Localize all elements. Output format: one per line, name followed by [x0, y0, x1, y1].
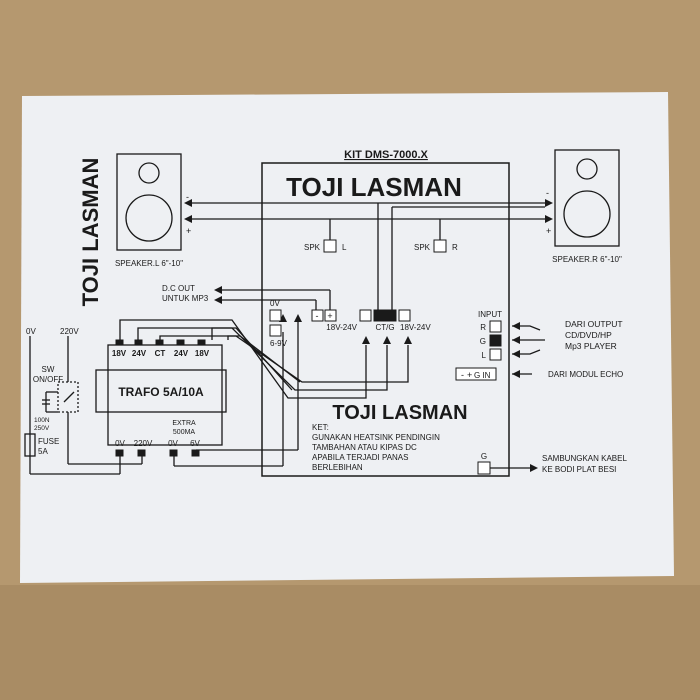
- transformer-box: [107, 344, 223, 446]
- note-line3: APABILA TERJADI PANAS: [312, 453, 408, 462]
- paper-card: [20, 92, 674, 583]
- trafo-secondary-1: 18V: [112, 349, 127, 358]
- input-title: INPUT: [478, 310, 502, 319]
- brand-bottom: TOJI LASMAN: [332, 402, 467, 424]
- input-source-line1: DARI OUTPUT: [565, 319, 623, 329]
- trafo-extra-label2: 500MA: [173, 429, 196, 436]
- wiring-lines: [24, 149, 620, 477]
- dc-minus: -: [316, 311, 319, 321]
- capacitor-line1: 100N: [34, 417, 50, 424]
- input-source-line2: CD/DVD/HP: [565, 330, 612, 340]
- spk-left-suffix: L: [342, 243, 347, 252]
- kit-title: KIT DMS-7000.X: [344, 149, 428, 161]
- fan-zero-label: 0V: [270, 299, 280, 308]
- input-r: R: [480, 323, 486, 332]
- arrowheads: [184, 199, 553, 472]
- speaker-left-icon: [116, 153, 182, 251]
- speaker-left-plus: +: [186, 226, 191, 236]
- switch-line2: ON/OFF: [33, 375, 63, 384]
- speaker-right-plus: +: [546, 226, 551, 236]
- ground-terminal-label: G: [481, 452, 487, 461]
- note-line1: GUNAKAN HEATSINK PENDINGIN: [312, 433, 440, 442]
- speaker-right-tweeter: [576, 158, 598, 180]
- trafo-secondary-5: 18V: [195, 349, 210, 358]
- note-line4: BERLEBIHAN: [312, 463, 363, 472]
- input-source-line3: Mp3 PLAYER: [565, 341, 617, 351]
- switch-icon: [57, 381, 79, 413]
- power-right-label: 18V-24V: [400, 323, 431, 332]
- module-box: [261, 162, 510, 477]
- fuse-line2: 5A: [38, 447, 48, 456]
- trafo-secondary-2: 24V: [132, 349, 147, 358]
- dc-out-line1: D.C OUT: [162, 284, 195, 293]
- capacitor-line2: 250V: [34, 425, 50, 432]
- transformer-title: TRAFO 5A/10A: [118, 385, 204, 399]
- echo-source-label: DARI MODUL ECHO: [548, 370, 623, 379]
- speaker-left-label: SPEAKER.L 6"-10": [115, 259, 183, 268]
- trafo-secondary-3: CT: [155, 349, 166, 358]
- power-left-label: 18V-24V: [326, 323, 357, 332]
- speaker-left-tweeter: [138, 162, 160, 184]
- gin-minus: -: [461, 370, 464, 380]
- speaker-left-woofer: [125, 194, 173, 242]
- spk-left-prefix: SPK: [304, 243, 321, 252]
- ground-note-line1: SAMBUNGKAN KABEL: [542, 454, 627, 463]
- terminals: [115, 239, 502, 475]
- trafo-primary-220v: 220V: [134, 439, 153, 448]
- spk-right-suffix: R: [452, 243, 458, 252]
- fuse-icon: [24, 433, 36, 457]
- mains-live-label: 220V: [60, 327, 79, 336]
- gin-plus: +: [467, 370, 472, 380]
- dc-plus: +: [327, 311, 332, 321]
- brand-top: TOJI LASMAN: [286, 172, 462, 202]
- ground-note-line2: KE BODI PLAT BESI: [542, 465, 616, 474]
- speaker-right-icon: [554, 149, 620, 247]
- trafo-extra-0v: 0V: [168, 439, 178, 448]
- speaker-right-label: SPEAKER.R 6"-10": [552, 255, 622, 264]
- speaker-left-minus: -: [186, 192, 189, 202]
- power-center-label: CT/G: [375, 323, 394, 332]
- note-line2: TAMBAHAN ATAU KIPAS DC: [312, 443, 417, 452]
- input-l: L: [482, 351, 487, 360]
- dc-out-line2: UNTUK MP3: [162, 294, 209, 303]
- speaker-right-woofer: [563, 190, 611, 238]
- switch-line1: SW: [42, 365, 55, 374]
- note-title: KET:: [312, 423, 329, 432]
- trafo-primary-0v: 0V: [115, 439, 125, 448]
- trafo-extra-label1: EXTRA: [172, 420, 196, 427]
- trafo-secondary-4: 24V: [174, 349, 189, 358]
- spk-right-prefix: SPK: [414, 243, 431, 252]
- gin-label: G IN: [474, 371, 491, 380]
- transformer-core: [95, 369, 227, 413]
- input-g: G: [480, 337, 486, 346]
- brand-vertical: TOJI LASMAN: [78, 158, 103, 307]
- trafo-extra-6v: 6V: [190, 439, 200, 448]
- fan-voltage-label: 6-9V: [270, 339, 288, 348]
- mains-zero-label: 0V: [26, 327, 36, 336]
- shadow-area: [0, 585, 700, 700]
- speaker-right-minus: -: [546, 188, 549, 198]
- fuse-line1: FUSE: [38, 437, 59, 446]
